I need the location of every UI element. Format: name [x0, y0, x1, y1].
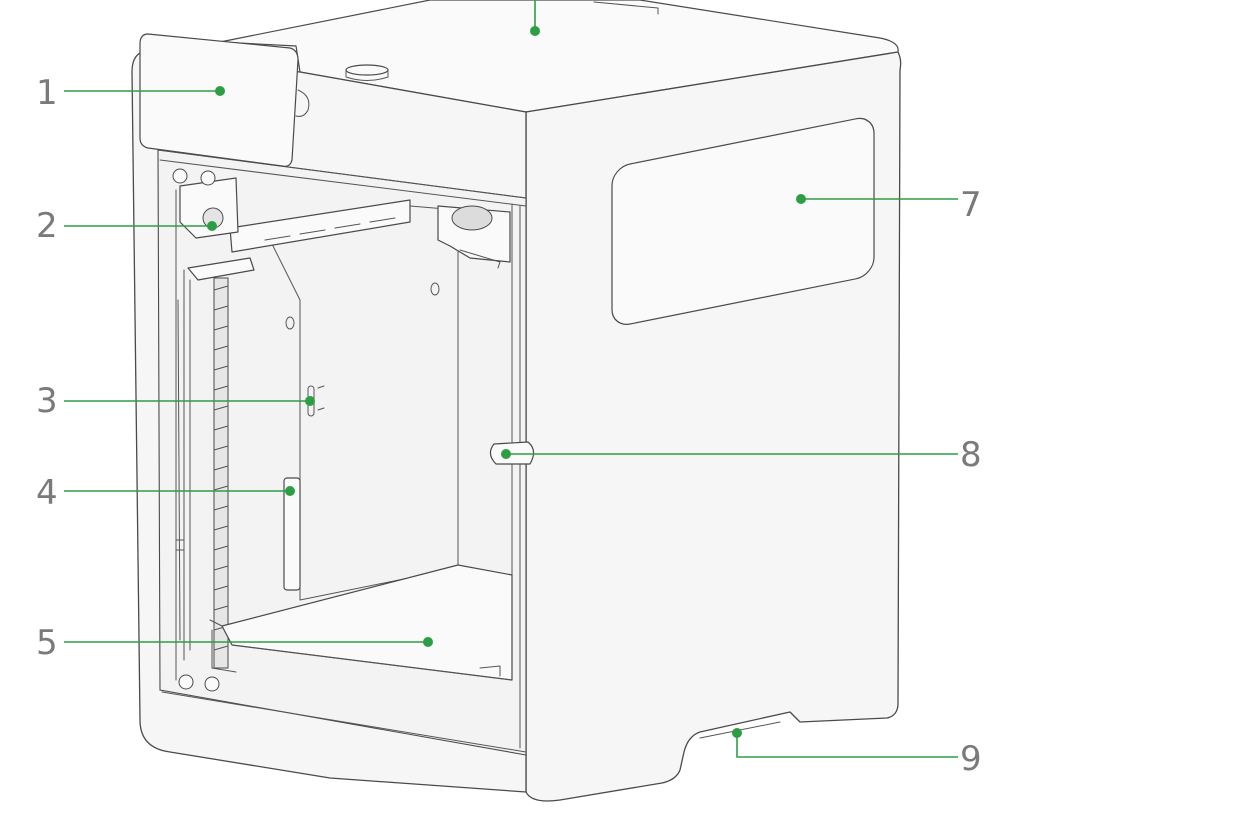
door-handle [489, 441, 535, 465]
callouts: 1 2 3 4 5 7 [36, 0, 982, 779]
callout-number: 7 [960, 185, 982, 225]
callout-number: 9 [960, 739, 982, 779]
callout-5: 5 [36, 623, 433, 663]
callout-4: 4 [36, 473, 295, 513]
callout-9: 9 [732, 728, 982, 779]
callout-8: 8 [501, 435, 982, 475]
callout-number: 5 [36, 623, 58, 663]
side-window [611, 117, 875, 325]
toolhead [437, 205, 511, 269]
back-wall-features [283, 282, 440, 591]
callout-number: 2 [36, 206, 58, 246]
callout-1: 1 [36, 73, 225, 113]
callout-3: 3 [36, 381, 315, 421]
callout-2: 2 [36, 206, 217, 246]
gantry-rail [229, 199, 411, 253]
top-knob [345, 64, 389, 81]
callout-number: 4 [36, 473, 58, 513]
lead-screw [213, 277, 229, 669]
callout-top [530, 0, 540, 36]
callout-number: 8 [960, 435, 982, 475]
callout-number: 1 [36, 73, 58, 113]
callout-number: 3 [36, 381, 58, 421]
feeder-mechanism [172, 168, 239, 239]
callout-7: 7 [796, 185, 982, 225]
printer-illustration [131, 0, 902, 802]
touch-screen [139, 33, 310, 167]
